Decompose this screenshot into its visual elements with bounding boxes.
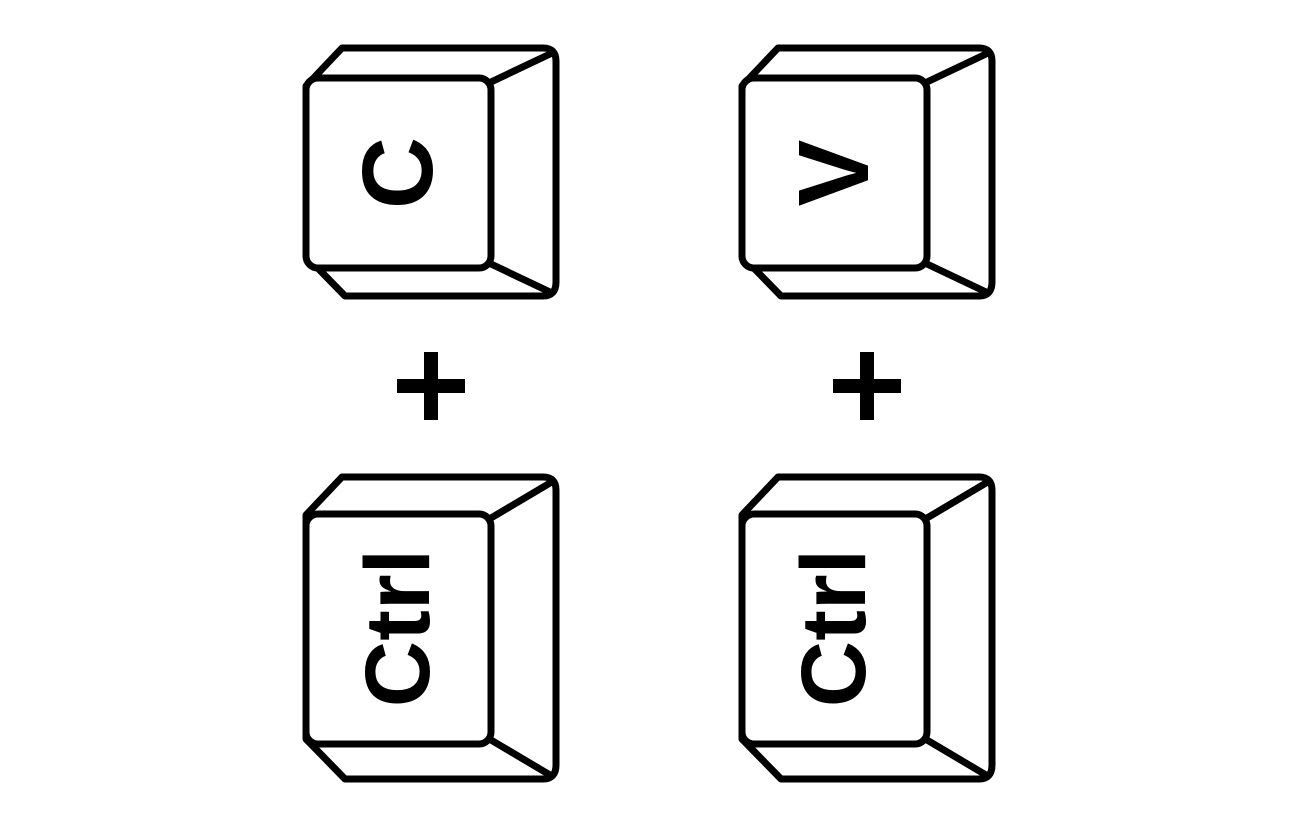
key-v-label: V (778, 139, 890, 206)
key-v-cap (738, 74, 931, 272)
key-ctrl-paste-label: Ctrl (783, 549, 885, 707)
key-c: C (302, 44, 560, 300)
key-ctrl-copy: Ctrl (302, 473, 560, 783)
key-ctrl-copy-cap (302, 510, 495, 748)
key-v-edge-top (923, 50, 990, 86)
key-v: V (738, 44, 996, 300)
key-v-edge-bottom (923, 260, 990, 296)
plus-icon-copy (397, 352, 465, 420)
plus-icon-paste (833, 352, 901, 420)
key-ctrl-paste-edge-top (923, 479, 990, 522)
key-ctrl-paste-edge-bottom (923, 736, 990, 779)
key-c-edge-bottom (487, 260, 554, 296)
key-ctrl-copy-label: Ctrl (347, 549, 449, 707)
key-ctrl-paste-cap (738, 510, 931, 748)
key-c-label: C (342, 137, 454, 209)
key-c-edge-top (487, 50, 554, 86)
key-ctrl-copy-edge-top (487, 479, 554, 522)
key-c-cap (302, 74, 495, 272)
key-ctrl-copy-edge-bottom (487, 736, 554, 779)
key-ctrl-paste: Ctrl (738, 473, 996, 783)
